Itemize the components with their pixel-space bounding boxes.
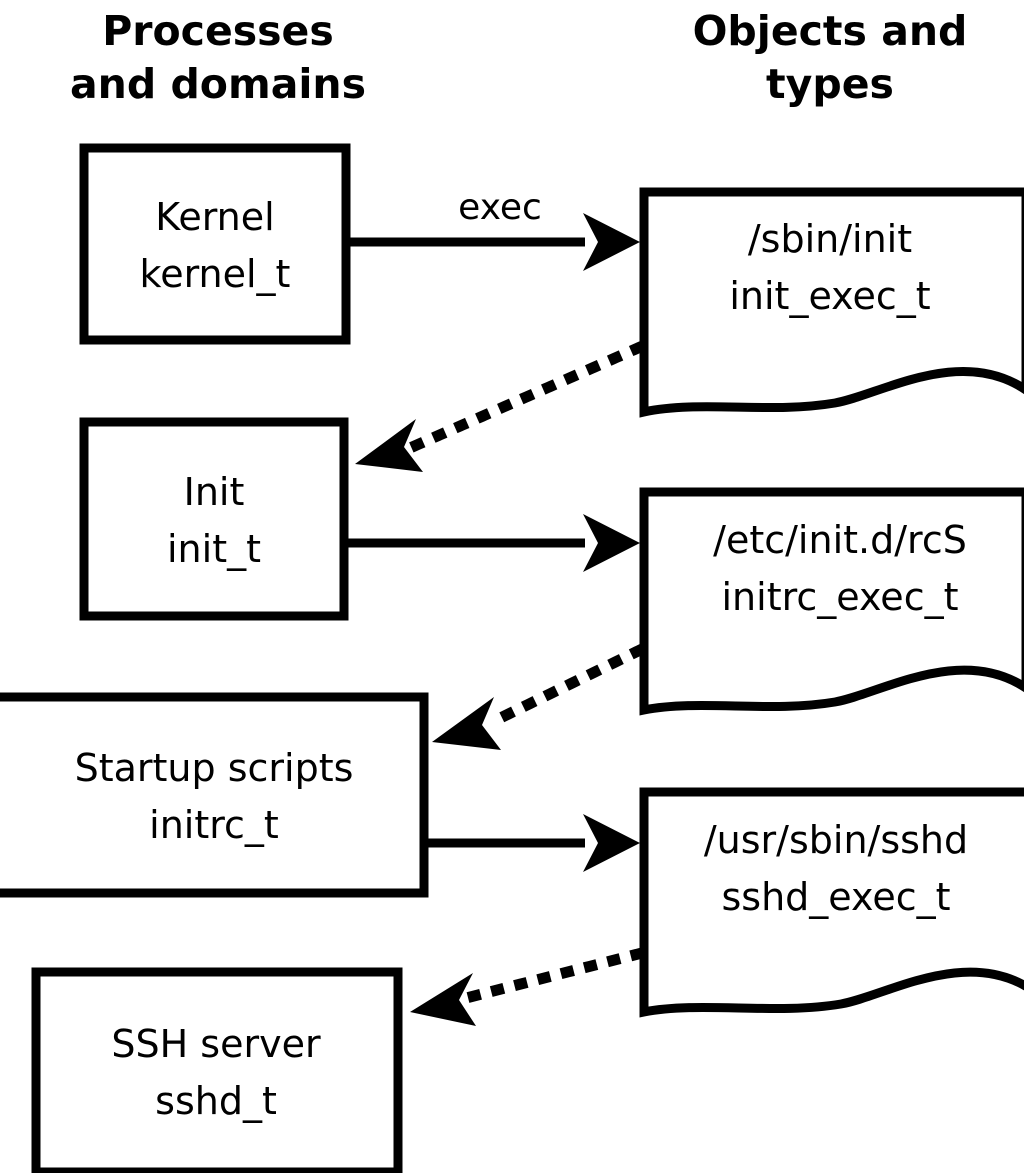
node-sshd-box[interactable]	[31, 967, 403, 1173]
edge-sshd-exec-transition-sshd	[410, 947, 645, 1026]
edge-label-exec: exec	[458, 187, 542, 228]
column-title-objects: Objects and types	[693, 7, 968, 108]
node-initrc-box[interactable]	[0, 692, 429, 898]
edge-sshd-transition-line	[463, 947, 645, 1004]
node-init[interactable]: Init init_t	[79, 417, 349, 621]
node-sshd-name: SSH server	[111, 1022, 321, 1066]
node-initrc-type: initrc_t	[149, 803, 279, 847]
edge-initrc-exec-transition-initrc	[432, 643, 646, 750]
node-initrc-exec-path: /etc/init.d/rcS	[713, 518, 967, 562]
column-title-processes-line1: Processes	[102, 7, 334, 55]
node-sshd-exec-document[interactable]	[639, 787, 1024, 1018]
edge-initrc-exec-sshd-exec	[428, 814, 640, 872]
node-init-exec-path: /sbin/init	[748, 217, 912, 261]
node-initrc-exec-document[interactable]	[639, 487, 1024, 716]
node-initrc-name: Startup scripts	[75, 746, 354, 790]
node-kernel-type: kernel_t	[140, 252, 291, 296]
node-sshd-type: sshd_t	[155, 1079, 277, 1123]
node-initrc-exec[interactable]: /etc/init.d/rcS initrc_exec_t	[639, 487, 1024, 716]
edge-init-exec-arrowhead	[583, 514, 640, 572]
column-title-objects-line1: Objects and	[693, 7, 968, 55]
edge-kernel-exec-init-exec: exec	[350, 187, 640, 271]
edge-initrc-transition-arrowhead	[432, 697, 501, 750]
node-init-exec-document[interactable]	[639, 187, 1024, 418]
node-kernel-box[interactable]	[79, 143, 351, 345]
edge-kernel-exec-arrowhead	[583, 213, 640, 271]
node-init-exec-type: init_exec_t	[729, 274, 930, 318]
node-init-box[interactable]	[79, 417, 349, 621]
edge-init-exec-initrc-exec	[348, 514, 640, 572]
edge-initrc-exec-arrowhead	[583, 814, 640, 872]
node-kernel[interactable]: Kernel kernel_t	[79, 143, 351, 345]
node-init-exec[interactable]: /sbin/init init_exec_t	[639, 187, 1024, 418]
edge-initrc-transition-line	[480, 643, 646, 732]
column-title-objects-line2: types	[766, 60, 894, 108]
node-initrc-exec-type: initrc_exec_t	[722, 575, 959, 619]
column-title-processes: Processes and domains	[70, 7, 366, 108]
node-sshd-exec-type: sshd_exec_t	[721, 875, 950, 919]
node-sshd[interactable]: SSH server sshd_t	[31, 967, 403, 1173]
edge-sshd-transition-arrowhead	[410, 973, 476, 1026]
edge-init-exec-transition-init	[355, 340, 646, 472]
node-sshd-exec-path: /usr/sbin/sshd	[704, 818, 968, 862]
node-sshd-exec[interactable]: /usr/sbin/sshd sshd_exec_t	[639, 787, 1024, 1018]
node-kernel-name: Kernel	[155, 195, 274, 239]
node-init-name: Init	[184, 470, 245, 514]
node-init-type: init_t	[167, 527, 261, 571]
edge-init-transition-arrowhead	[355, 419, 423, 472]
node-initrc[interactable]: Startup scripts initrc_t	[0, 692, 429, 898]
column-title-processes-line2: and domains	[70, 60, 366, 108]
edge-init-transition-line	[402, 340, 646, 456]
